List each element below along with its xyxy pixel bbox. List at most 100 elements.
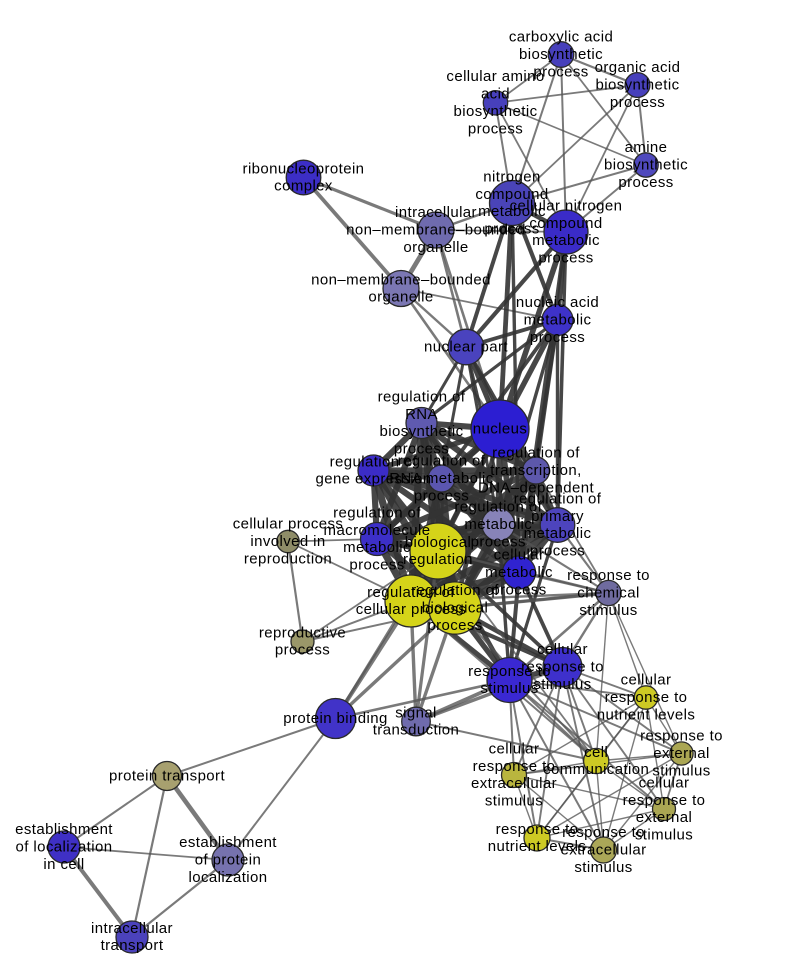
svg-text:regulation: regulation	[403, 551, 473, 568]
svg-text:ribonucleoprotein: ribonucleoprotein	[243, 160, 365, 177]
svg-text:regulation of: regulation of	[367, 584, 455, 601]
svg-text:establishment: establishment	[15, 821, 113, 838]
svg-text:metabolic: metabolic	[464, 516, 532, 533]
svg-text:nitrogen: nitrogen	[483, 168, 540, 185]
svg-text:localization: localization	[188, 869, 267, 886]
svg-text:process: process	[471, 533, 526, 550]
svg-text:primary: primary	[531, 508, 584, 525]
svg-text:cellular amino: cellular amino	[446, 68, 544, 85]
svg-text:metabolic: metabolic	[485, 564, 553, 581]
svg-text:process: process	[610, 94, 665, 111]
svg-text:cellular: cellular	[621, 672, 672, 689]
svg-text:nutrient levels: nutrient levels	[488, 838, 587, 855]
svg-text:protein transport: protein transport	[109, 768, 225, 785]
svg-text:response to: response to	[468, 663, 551, 680]
svg-text:stimulus: stimulus	[533, 676, 591, 693]
svg-text:nutrient levels: nutrient levels	[597, 706, 696, 723]
svg-text:non–membrane–bounded: non–membrane–bounded	[311, 271, 491, 288]
svg-text:process: process	[394, 441, 449, 458]
svg-text:carboxylic acid: carboxylic acid	[509, 29, 613, 46]
svg-text:regulation of: regulation of	[411, 582, 499, 599]
svg-text:metabolic: metabolic	[478, 203, 546, 220]
svg-text:transcription,: transcription,	[490, 462, 581, 479]
svg-text:DNA–dependent: DNA–dependent	[478, 479, 595, 496]
svg-text:process: process	[530, 329, 585, 346]
svg-text:intracellular: intracellular	[91, 920, 173, 937]
svg-text:macromolecule: macromolecule	[324, 522, 431, 539]
svg-text:stimulus: stimulus	[485, 793, 543, 810]
svg-text:nucleus: nucleus	[473, 421, 528, 438]
svg-text:reproductive: reproductive	[259, 624, 346, 641]
svg-text:RNA: RNA	[405, 406, 438, 423]
svg-text:regulation of: regulation of	[492, 445, 580, 462]
svg-text:chemical: chemical	[577, 585, 639, 602]
svg-text:cellular: cellular	[494, 547, 545, 564]
svg-text:involved in: involved in	[250, 533, 325, 550]
svg-text:process: process	[275, 642, 330, 659]
svg-text:biological: biological	[405, 534, 472, 551]
svg-text:cellular: cellular	[537, 641, 588, 658]
svg-text:external: external	[636, 809, 693, 826]
svg-text:complex: complex	[274, 178, 333, 195]
svg-text:communication: communication	[543, 761, 649, 778]
svg-text:stimulus: stimulus	[635, 827, 693, 844]
svg-text:process: process	[618, 174, 673, 191]
svg-text:response to: response to	[640, 728, 723, 745]
svg-text:establishment: establishment	[179, 834, 277, 851]
svg-text:transport: transport	[101, 937, 164, 954]
svg-text:extracellular: extracellular	[471, 775, 557, 792]
svg-text:stimulus: stimulus	[574, 859, 632, 876]
svg-text:process: process	[484, 221, 539, 238]
svg-text:compound: compound	[475, 186, 548, 203]
svg-text:non–membrane–bounded: non–membrane–bounded	[346, 222, 526, 239]
svg-text:response to: response to	[521, 659, 604, 676]
svg-text:amine: amine	[625, 139, 668, 156]
svg-text:in cell: in cell	[43, 856, 84, 873]
svg-text:response to: response to	[496, 821, 579, 838]
svg-text:process: process	[530, 543, 585, 560]
svg-text:external: external	[653, 745, 710, 762]
svg-text:biosynthetic: biosynthetic	[453, 103, 537, 120]
svg-text:regulation of: regulation of	[330, 453, 418, 470]
svg-text:cell: cell	[584, 744, 608, 761]
svg-text:RNA metabolic: RNA metabolic	[389, 470, 494, 487]
svg-text:compound: compound	[529, 215, 602, 232]
svg-text:cellular: cellular	[639, 774, 690, 791]
svg-text:nucleic acid: nucleic acid	[516, 294, 599, 311]
svg-text:cellular nitrogen: cellular nitrogen	[510, 197, 623, 214]
svg-text:response to: response to	[473, 758, 556, 775]
svg-text:process: process	[491, 581, 546, 598]
svg-text:nuclear part: nuclear part	[424, 339, 508, 356]
svg-text:cellular: cellular	[489, 740, 540, 757]
svg-text:regulation of: regulation of	[454, 499, 542, 516]
svg-text:intracellular: intracellular	[395, 204, 477, 221]
svg-text:process: process	[349, 557, 404, 574]
svg-text:regulation of: regulation of	[333, 504, 421, 521]
svg-text:metabolic: metabolic	[524, 312, 592, 329]
svg-text:signal: signal	[395, 704, 437, 721]
svg-text:of protein: of protein	[195, 852, 262, 869]
svg-text:reproduction: reproduction	[244, 550, 332, 567]
svg-text:protein binding: protein binding	[283, 710, 387, 727]
svg-text:transduction: transduction	[373, 722, 460, 739]
svg-text:cellular process: cellular process	[233, 516, 344, 533]
svg-text:biological: biological	[422, 600, 489, 617]
svg-text:metabolic: metabolic	[524, 525, 592, 542]
svg-text:biosynthetic: biosynthetic	[595, 77, 679, 94]
svg-text:stimulus: stimulus	[579, 602, 637, 619]
svg-text:of localization: of localization	[16, 839, 113, 856]
svg-text:regulation of: regulation of	[514, 490, 602, 507]
svg-text:metabolic: metabolic	[343, 539, 411, 556]
svg-text:process: process	[533, 63, 588, 80]
svg-text:acid: acid	[481, 86, 510, 103]
svg-text:metabolic: metabolic	[532, 232, 600, 249]
svg-text:process: process	[414, 487, 469, 504]
svg-text:biosynthetic: biosynthetic	[604, 157, 688, 174]
svg-text:process: process	[468, 120, 523, 137]
svg-text:organic acid: organic acid	[595, 59, 681, 76]
svg-text:process: process	[427, 617, 482, 634]
svg-text:organelle: organelle	[403, 239, 468, 256]
svg-text:organelle: organelle	[368, 289, 433, 306]
svg-text:stimulus: stimulus	[652, 762, 710, 779]
svg-text:biosynthetic: biosynthetic	[519, 46, 603, 63]
